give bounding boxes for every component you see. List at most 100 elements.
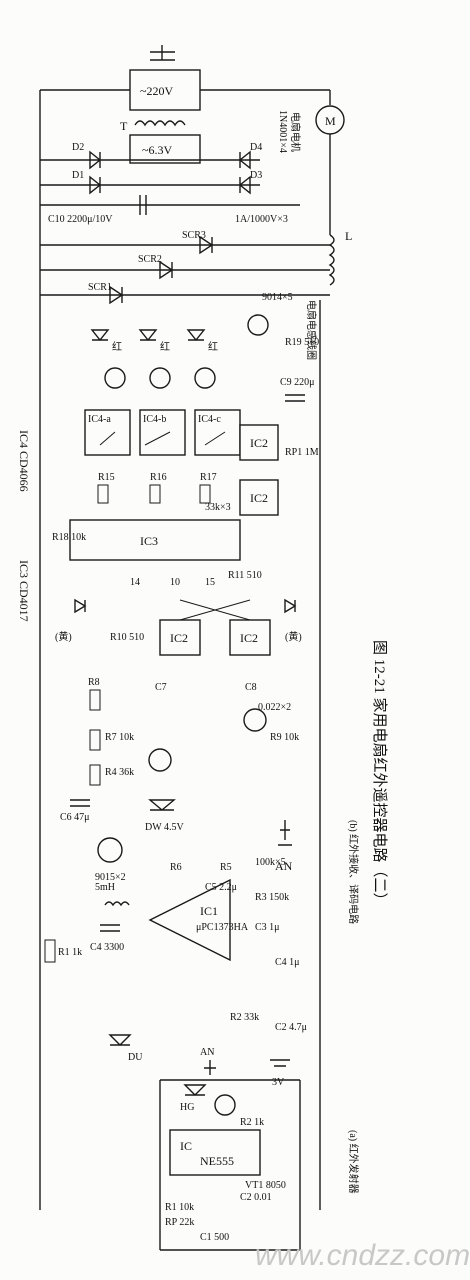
capacitor-c10-icon [139,195,147,215]
r10-label: R10 510 [110,632,144,643]
tx-r1-label: R1 10k [165,1202,194,1213]
ic2-ff-left-label: IC2 [170,631,188,645]
r6-label: R6 [170,862,182,873]
ir-led-label: HG [180,1102,194,1113]
transistor-vt1-tx-icon [214,1094,236,1116]
ic3-pin-15: 15 [205,577,215,588]
diode-d2-label: D2 [72,142,84,153]
transistor-vt6-icon [148,748,172,772]
coil-L-label: L [345,229,352,243]
ic3-chip [69,519,241,561]
resistor-r1-rx [44,939,56,963]
zener-label: DW 4.5V [145,822,184,833]
capacitor-c6-icon [70,799,90,807]
switch-ic4c [194,409,241,456]
ic2-lower-box [239,479,279,516]
c9-label: C9 220μ [280,377,315,388]
motor-symbol: M [325,114,336,128]
resistor-r4 [89,764,101,786]
mains-plug-icon [150,45,175,61]
ic4c-label: IC4-c [198,414,221,425]
resistor-r15 [149,484,161,504]
inductor-5mh-label: 5mH [95,882,115,893]
c3-label: C3 1μ [255,922,280,933]
subcaption-a: (a) 红外发射器 [347,1130,360,1194]
ne555-chip [169,1129,261,1176]
battery-label: 3V [272,1077,285,1088]
r16-label: R17 [200,472,217,483]
scr1-label: SCR1 [88,282,112,293]
photodiode-du-icon [108,1034,132,1046]
scr3-label: SCR3 [182,230,206,241]
ic2-upper-label: IC2 [250,436,268,450]
diode-d3-icon [238,175,251,195]
c0022-label: 0.022×2 [258,702,291,713]
photodiode-label: DU [128,1052,143,1063]
diode-d3-label: D3 [250,170,262,181]
tx-c1-label: C1 500 [200,1232,229,1243]
scr2-label: SCR2 [138,254,162,265]
r8-label: R8 [88,677,100,688]
ic4-label: IC4 CD4066 [17,430,31,492]
r1-rx-label: R1 1k [58,947,82,958]
diode-d4-icon [238,150,251,170]
r2-rx-label: R2 33k [230,1012,259,1023]
c2-rx-label: C2 4.7μ [275,1022,307,1033]
an-button-icon[interactable] [278,820,292,846]
counter-section: IC3 IC3 CD4017 R18 10k R15 R16 R17 33k×3… [17,472,321,1210]
transformer-label: T [120,119,128,133]
led-3-color: 红 [208,340,218,353]
transmitter-section: IC NE555 HG 3V AN R1 10k RP 22k C1 500 R… [159,1047,301,1251]
an-tx-button-icon[interactable] [204,1060,216,1075]
ic3-pin-14: 14 [130,577,140,588]
r4-label: R4 36k [105,767,134,778]
tx-rp-label: RP 22k [165,1217,194,1228]
transistor-9015-label: 9015×2 [95,872,126,883]
an-tx-label: AN [200,1047,214,1058]
resistor-r14 [97,484,109,504]
r19-label: R19 510 [285,337,319,348]
r11-label: R11 510 [228,570,262,581]
r18-label: R18 10k [52,532,86,543]
led-2-icon [138,329,158,342]
resistor-r16 [199,484,211,504]
transistor-vt4-icon [149,367,171,389]
transistor-vt2-icon [243,708,267,732]
capacitor-c9-icon [285,394,305,402]
diode-d1-icon [89,175,102,195]
led-yellow-left-label: (黄) [55,630,72,643]
watermark: www.cndzz.com [255,1239,470,1272]
switch-contact-icon [99,431,226,446]
tx-r2-label: R2 1k [240,1117,264,1128]
tx-c2-label: C2 0.01 [240,1192,272,1203]
transistor-vt-out-icon [247,314,269,336]
motor-label: 电扇电机 [289,112,302,152]
zener-dw-icon [148,799,176,811]
c4-rx-label: C4 1μ [275,957,300,968]
r9-label: R9 10k [270,732,299,743]
c5-label: C5 2.2μ [205,882,237,893]
led-1-icon [90,329,110,342]
subcaption-b: (b) 红外接收、译码电路 [347,820,360,924]
ne555-label: NE555 [200,1154,234,1168]
ic1-amplifier [148,878,231,962]
figure-caption: 图 12-21 家用电扇红外遥控器电路（二） [371,640,388,908]
resistor-r8 [89,689,101,711]
diode-d4-label: D4 [250,142,262,153]
secondary-voltage-label: ~6.3V [142,143,172,157]
ne555-ic-label: IC [180,1139,192,1153]
ic2-lower-label: IC2 [250,491,268,505]
resistor-r7 [89,729,101,751]
led-yellow-left-icon [74,598,87,614]
switch-ic4a [84,409,131,456]
diode-d1-label: D1 [72,170,84,181]
r-33k3-label: 33k×3 [205,502,231,513]
driver-section: IC4 CD4066 9014×5 红 红 红 IC4-a IC4-b IC4-… [17,292,321,1210]
c7-label: C7 [155,682,167,693]
ic3-pin-10: 10 [170,577,180,588]
r14-label: R15 [98,472,115,483]
mains-voltage-label: ~220V [140,84,173,98]
transistor-vt5-icon [104,367,126,389]
inductor-coil-icon [328,234,335,286]
